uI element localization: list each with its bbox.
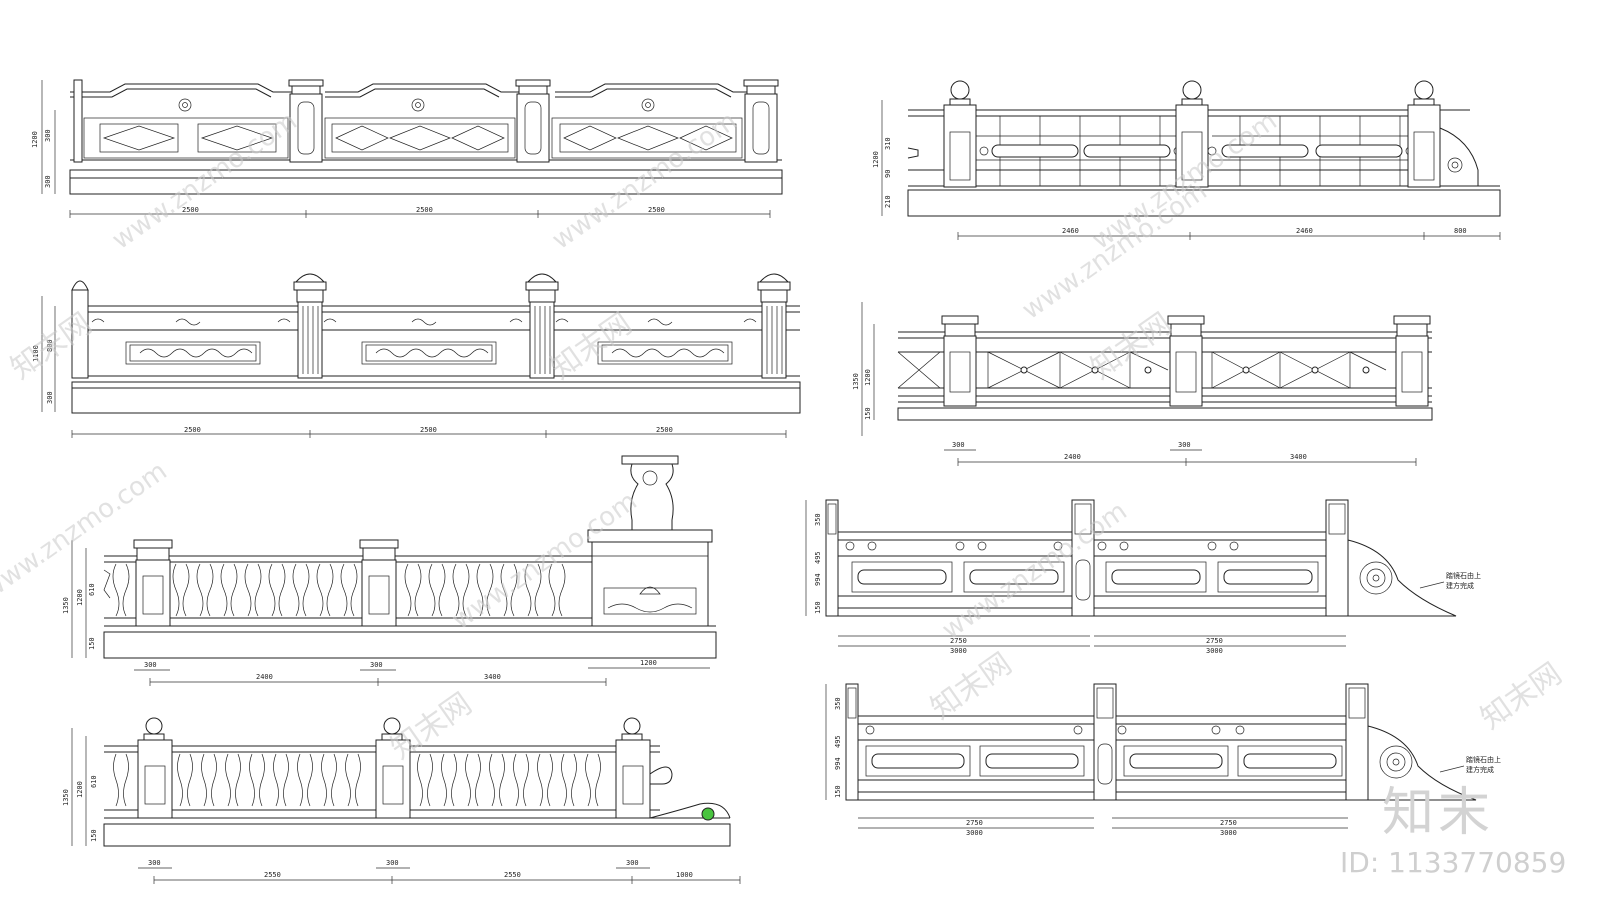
dim-text: 994 [834, 757, 842, 770]
dim-text: 150 [90, 829, 98, 842]
dim-text: 2550 [504, 871, 521, 879]
annotation-text: 建方完成 [1466, 765, 1494, 774]
watermark-brand: 知末网 [545, 306, 639, 386]
railing-elevation-1: 1200 300 300 2500 2500 2500 [31, 79, 783, 218]
dim-text: 1000 [676, 871, 693, 879]
dim-text: 300 [370, 661, 383, 669]
railing-elevation-8: 踏镜石由上 建方完成 350 994 495 150 2750 3000 275… [825, 683, 1501, 837]
dim-text: 300 [386, 859, 399, 867]
dim-text: 2500 [416, 206, 433, 214]
railing-elevation-7: 1350 1200 610 150 300 300 300 2550 2550 … [62, 717, 741, 884]
dim-text: 1200 [76, 589, 84, 606]
dim-text: 800 [1454, 227, 1467, 235]
railing-elevation-2: 1200 310 90 210 2460 2460 800 [872, 80, 1501, 240]
dim-text: 1100 [32, 345, 40, 362]
dim-text: 610 [88, 583, 96, 596]
dim-text: 3400 [1290, 453, 1307, 461]
dim-text: 2500 [182, 206, 199, 214]
watermark-layer: www.znzmo.com www.znzmo.com www.znzmo.co… [0, 106, 1568, 766]
dim-text: 150 [834, 785, 842, 798]
watermark-text: www.znzmo.com [107, 106, 303, 256]
dim-text: 3000 [966, 829, 983, 837]
dim-text: 1200 [31, 131, 39, 148]
dim-text: 2750 [1206, 637, 1223, 645]
dim-text: 150 [814, 601, 822, 614]
dim-text: 150 [864, 407, 872, 420]
dim-text: 90 [884, 170, 892, 178]
dim-text: 2500 [184, 426, 201, 434]
dim-text: 1200 [76, 781, 84, 798]
dim-text: 1200 [872, 151, 880, 168]
dim-text: 2460 [1296, 227, 1313, 235]
dim-text: 2750 [1220, 819, 1237, 827]
dim-text: 2400 [1064, 453, 1081, 461]
dim-text: 3000 [1220, 829, 1237, 837]
dim-text: 3000 [1206, 647, 1223, 655]
dim-text: 2750 [950, 637, 967, 645]
dim-text: 350 [834, 697, 842, 710]
dim-text: 994 [814, 573, 822, 586]
dim-text: 2500 [648, 206, 665, 214]
annotation-text: 踏镜石由上 [1446, 571, 1481, 580]
dim-text: 1350 [62, 789, 70, 806]
dim-text: 2550 [264, 871, 281, 879]
dim-text: 300 [44, 129, 52, 142]
dim-text: 300 [148, 859, 161, 867]
dim-text: 2750 [966, 819, 983, 827]
dim-text: 2500 [656, 426, 673, 434]
annotation-text: 踏镜石由上 [1466, 755, 1501, 764]
dim-text: 300 [144, 661, 157, 669]
dim-text: 300 [952, 441, 965, 449]
dim-text: 2400 [256, 673, 273, 681]
dim-text: 1350 [62, 597, 70, 614]
watermark-text: www.znzmo.com [937, 496, 1133, 646]
dim-text: 300 [44, 175, 52, 188]
dim-text: 495 [814, 551, 822, 564]
dim-text: 610 [90, 775, 98, 788]
dim-text: 3400 [484, 673, 501, 681]
watermark-brand: 知末网 [1085, 306, 1179, 386]
railing-elevation-6: 踏镜石由上 建方完成 350 994 495 150 2750 3000 275… [805, 499, 1481, 655]
dim-text: 3000 [950, 647, 967, 655]
watermark-brand: 知末网 [1475, 656, 1569, 736]
railing-elevation-4: 1350 1200 150 300 300 2400 3400 [852, 302, 1433, 466]
watermark-brand: 知末网 [925, 646, 1019, 726]
dim-text: 310 [884, 137, 892, 150]
dim-text: 2500 [420, 426, 437, 434]
railing-elevation-3: 1100 800 300 2500 2500 2500 [32, 273, 801, 438]
dim-text: 1200 [864, 369, 872, 386]
dim-text: 800 [46, 339, 54, 352]
dim-text: 1200 [640, 659, 657, 667]
dim-text: 210 [884, 195, 892, 208]
watermark-text: www.znzmo.com [547, 106, 743, 256]
dim-text: 150 [88, 637, 96, 650]
dim-text: 2460 [1062, 227, 1079, 235]
dim-text: 300 [1178, 441, 1191, 449]
dim-text: 495 [834, 735, 842, 748]
image-id-label: ID: 1133770859 [1340, 846, 1567, 879]
dim-text: 300 [626, 859, 639, 867]
annotation-text: 建方完成 [1446, 581, 1474, 590]
dim-text: 300 [46, 391, 54, 404]
railing-elevation-5: 1350 1200 610 150 300 300 2400 3400 1200 [62, 455, 717, 686]
dim-text: 350 [814, 513, 822, 526]
dim-text: 1350 [852, 373, 860, 390]
brand-logo: 知末 [1382, 783, 1495, 843]
